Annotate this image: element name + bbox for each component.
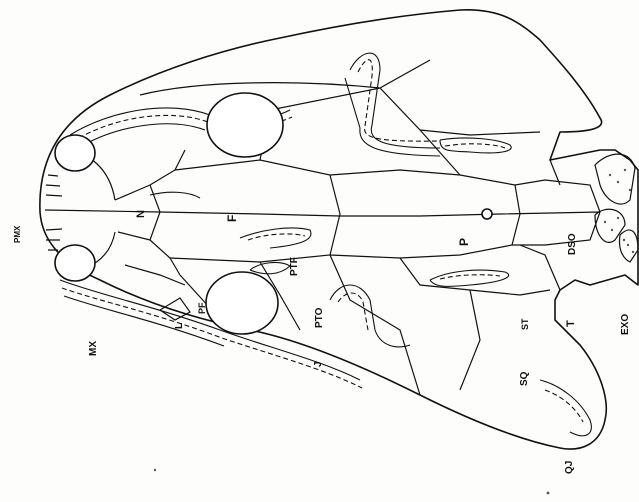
label-sq: SQ [519, 371, 530, 386]
label-j: J [313, 361, 324, 367]
label-st: ST [520, 318, 530, 330]
right-nostril [55, 245, 95, 281]
label-qj: QJ [564, 461, 575, 474]
label-l: L [174, 323, 185, 329]
paper-speck [547, 492, 550, 495]
label-pf: PF [197, 302, 207, 314]
pineal-foramen [482, 209, 492, 219]
label-n: N [135, 210, 147, 218]
upper-orbit [207, 93, 283, 157]
left-nostril [55, 135, 95, 171]
label-pto: PTO [314, 307, 325, 328]
upper-side-suture [140, 60, 540, 175]
paper-speck [154, 469, 156, 471]
label-p: P [457, 238, 471, 246]
label-exo: EXO [620, 314, 631, 335]
label-pmx: PMX [13, 225, 22, 243]
label-ptf: PTF [289, 257, 300, 276]
label-f: F [225, 215, 239, 222]
temporal-suture [520, 160, 560, 290]
occipital-texture [595, 154, 638, 262]
label-mx: MX [88, 341, 99, 356]
frontal-suture [170, 160, 340, 262]
lower-orbit [206, 272, 278, 334]
midline-suture [45, 210, 600, 216]
label-dso: DSO [567, 233, 578, 255]
label-t: T [565, 320, 577, 327]
